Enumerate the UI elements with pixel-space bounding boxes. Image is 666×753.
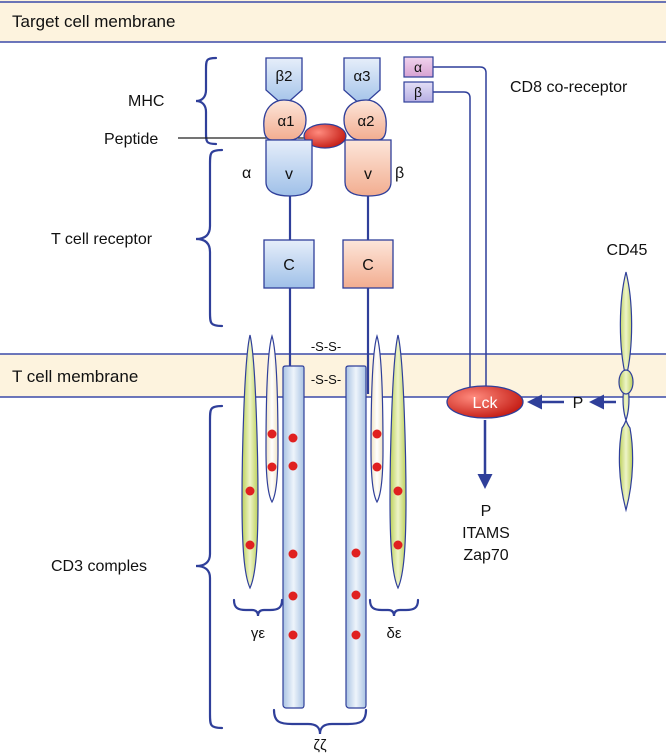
itam-dot	[288, 630, 298, 640]
target-membrane-label: Target cell membrane	[12, 12, 175, 31]
lck-signaling: P Lck P ITAMS Zap70	[446, 385, 616, 564]
gamma-chain	[241, 334, 259, 590]
cd3-label: CD3 comples	[51, 558, 147, 575]
p-output-label: P	[481, 503, 492, 520]
itam-dot	[372, 429, 382, 439]
c-beta-label: C	[362, 257, 374, 274]
v-domain-alpha	[265, 139, 313, 197]
delta-epsilon-bracket	[368, 598, 420, 617]
cd8-beta-box	[403, 81, 434, 103]
zeta-zeta-bracket	[272, 708, 368, 735]
c-domain-beta	[342, 239, 394, 289]
v-beta-label: v	[364, 166, 372, 183]
lck-ellipse	[446, 385, 524, 419]
p-input-label: P	[573, 395, 584, 412]
itam-dot	[267, 462, 277, 472]
itam-dot	[288, 549, 298, 559]
cd8-alpha-label: α	[414, 59, 422, 75]
itam-dot	[372, 462, 382, 472]
itam-dot	[393, 540, 403, 550]
itam-dot	[267, 429, 277, 439]
lck-label: Lck	[473, 395, 499, 412]
itam-dot	[288, 433, 298, 443]
zeta-zeta-label: ζζ	[313, 737, 327, 753]
alpha1-domain	[263, 99, 307, 141]
beta2-label: β2	[276, 68, 293, 85]
gamma-epsilon-bracket	[232, 598, 284, 617]
peptide-label: Peptide	[104, 131, 158, 148]
itams-label: ITAMS	[462, 525, 510, 542]
cd8-co-receptor: α β	[403, 56, 434, 103]
zap70-label: Zap70	[463, 547, 508, 564]
itam-dot	[288, 461, 298, 471]
itam-dot	[351, 590, 361, 600]
mhc-molecule: β2 α3 α1 α2	[263, 57, 387, 149]
mhc-bracket	[195, 56, 218, 146]
mhc-label: MHC	[128, 93, 164, 110]
zeta-chain-right	[345, 365, 367, 709]
itam-dot	[393, 486, 403, 496]
alpha2-label: α2	[357, 113, 374, 130]
t-cell-membrane: T cell membrane	[0, 353, 666, 398]
cd8-beta-label: β	[414, 84, 422, 100]
itam-dot	[245, 540, 255, 550]
alpha2-domain	[343, 99, 387, 141]
tcr-bracket	[195, 148, 224, 328]
epsilon-chain-right	[370, 333, 384, 504]
itam-dot	[351, 630, 361, 640]
gamma-epsilon-label: γε	[251, 625, 266, 642]
itam-dots	[245, 429, 403, 640]
c-alpha-label: C	[283, 257, 295, 274]
tcr-alpha-label: α	[242, 165, 251, 182]
cd8-label: CD8 co-receptor	[510, 79, 628, 96]
cd3-bracket	[195, 404, 224, 730]
alpha1-label: α1	[277, 113, 294, 130]
beta2-domain	[265, 57, 303, 107]
itam-dot	[245, 486, 255, 496]
cd8-connectors	[432, 66, 487, 412]
delta-chain	[389, 334, 407, 590]
c-domain-alpha	[263, 239, 315, 289]
tcr-beta-label: β	[395, 165, 404, 182]
tcr-label: T cell receptor	[51, 231, 153, 248]
delta-epsilon-label: δε	[386, 625, 401, 642]
target-cell-membrane: Target cell membrane	[0, 0, 666, 43]
itam-dot	[288, 591, 298, 601]
epsilon-chain-left	[265, 333, 279, 504]
v-alpha-label: v	[285, 166, 293, 183]
cd45-molecule: CD45	[607, 242, 648, 513]
t-cell-membrane-label: T cell membrane	[12, 367, 138, 386]
t-cell-receptor: v v α β C C	[242, 139, 404, 289]
disulfide-bottom-label: -S-S-	[311, 372, 341, 387]
peptide-ellipse	[303, 123, 347, 149]
alpha3-label: α3	[353, 68, 370, 85]
cd45-label: CD45	[607, 242, 648, 259]
v-domain-beta	[344, 139, 392, 197]
alpha3-domain	[343, 57, 381, 107]
zeta-chain-left	[282, 365, 305, 709]
cd8-alpha-box	[403, 56, 434, 78]
disulfide-top-label: -S-S-	[311, 339, 341, 354]
itam-dot	[351, 548, 361, 558]
cd3-complex: -S-S- -S-S-	[241, 333, 407, 709]
